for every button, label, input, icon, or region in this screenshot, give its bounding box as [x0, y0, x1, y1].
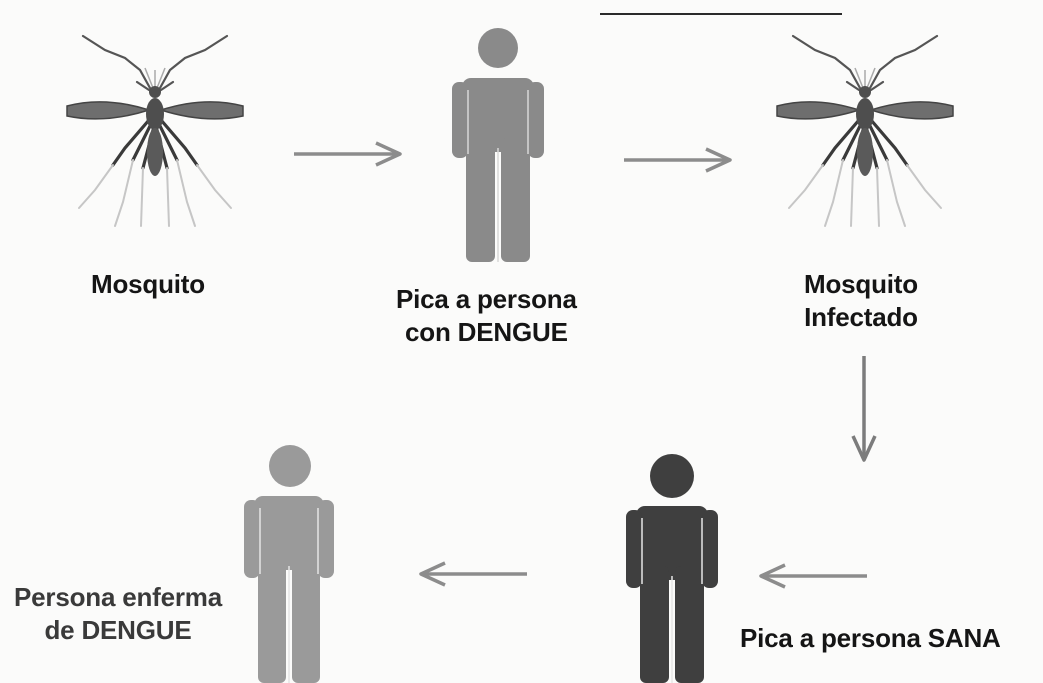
label-mosquito: Mosquito [91, 269, 205, 299]
scan-line [600, 13, 842, 15]
arrow-left-icon [417, 560, 529, 588]
label-bites-infected-person: Pica a persona con DENGUE [396, 284, 577, 347]
arrow-right-icon [292, 140, 404, 168]
mosquito-icon [775, 30, 955, 230]
mosquito-icon [65, 30, 245, 230]
label-bites-healthy-person: Pica a persona SANA [740, 623, 1001, 653]
person-icon [452, 26, 544, 262]
arrow-down-icon [849, 354, 879, 464]
person-icon [626, 452, 718, 683]
label-infected-mosquito: Mosquito Infectado [804, 269, 918, 332]
arrow-left-icon [757, 562, 869, 590]
label-sick-person: Persona enferma de DENGUE [14, 582, 222, 645]
arrow-right-icon [622, 146, 734, 174]
person-icon [244, 444, 334, 683]
